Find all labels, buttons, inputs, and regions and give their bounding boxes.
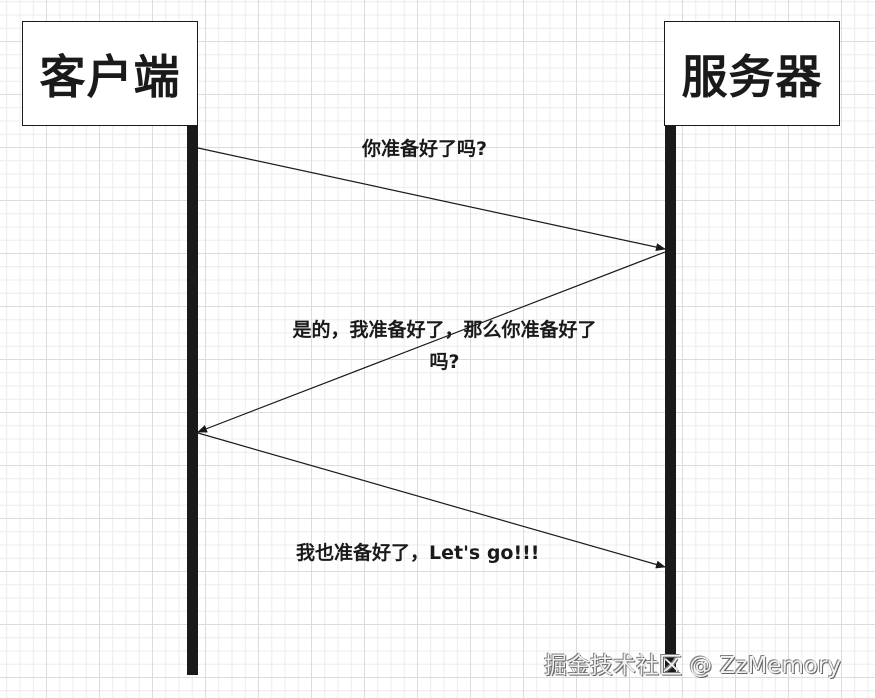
- lifeline-client: [187, 126, 198, 675]
- arrow-message-3: [197, 432, 666, 569]
- actor-server: 服务器: [664, 21, 840, 126]
- arrow-message-1: [197, 147, 666, 252]
- message-3-label: 我也准备好了，Let's go!!!: [296, 542, 540, 564]
- watermark: 掘金技术社区 @ ZzMemory: [544, 653, 841, 679]
- arrow-message-2: [197, 251, 666, 433]
- actor-client-label: 客户端: [39, 49, 181, 104]
- actor-client: 客户端: [22, 21, 198, 126]
- lifeline-server: [665, 126, 676, 675]
- actor-server-label: 服务器: [681, 49, 823, 104]
- message-2-label: 是的，我准备好了，那么你准备好了吗?: [292, 319, 597, 373]
- message-1-label: 你准备好了吗?: [362, 138, 488, 160]
